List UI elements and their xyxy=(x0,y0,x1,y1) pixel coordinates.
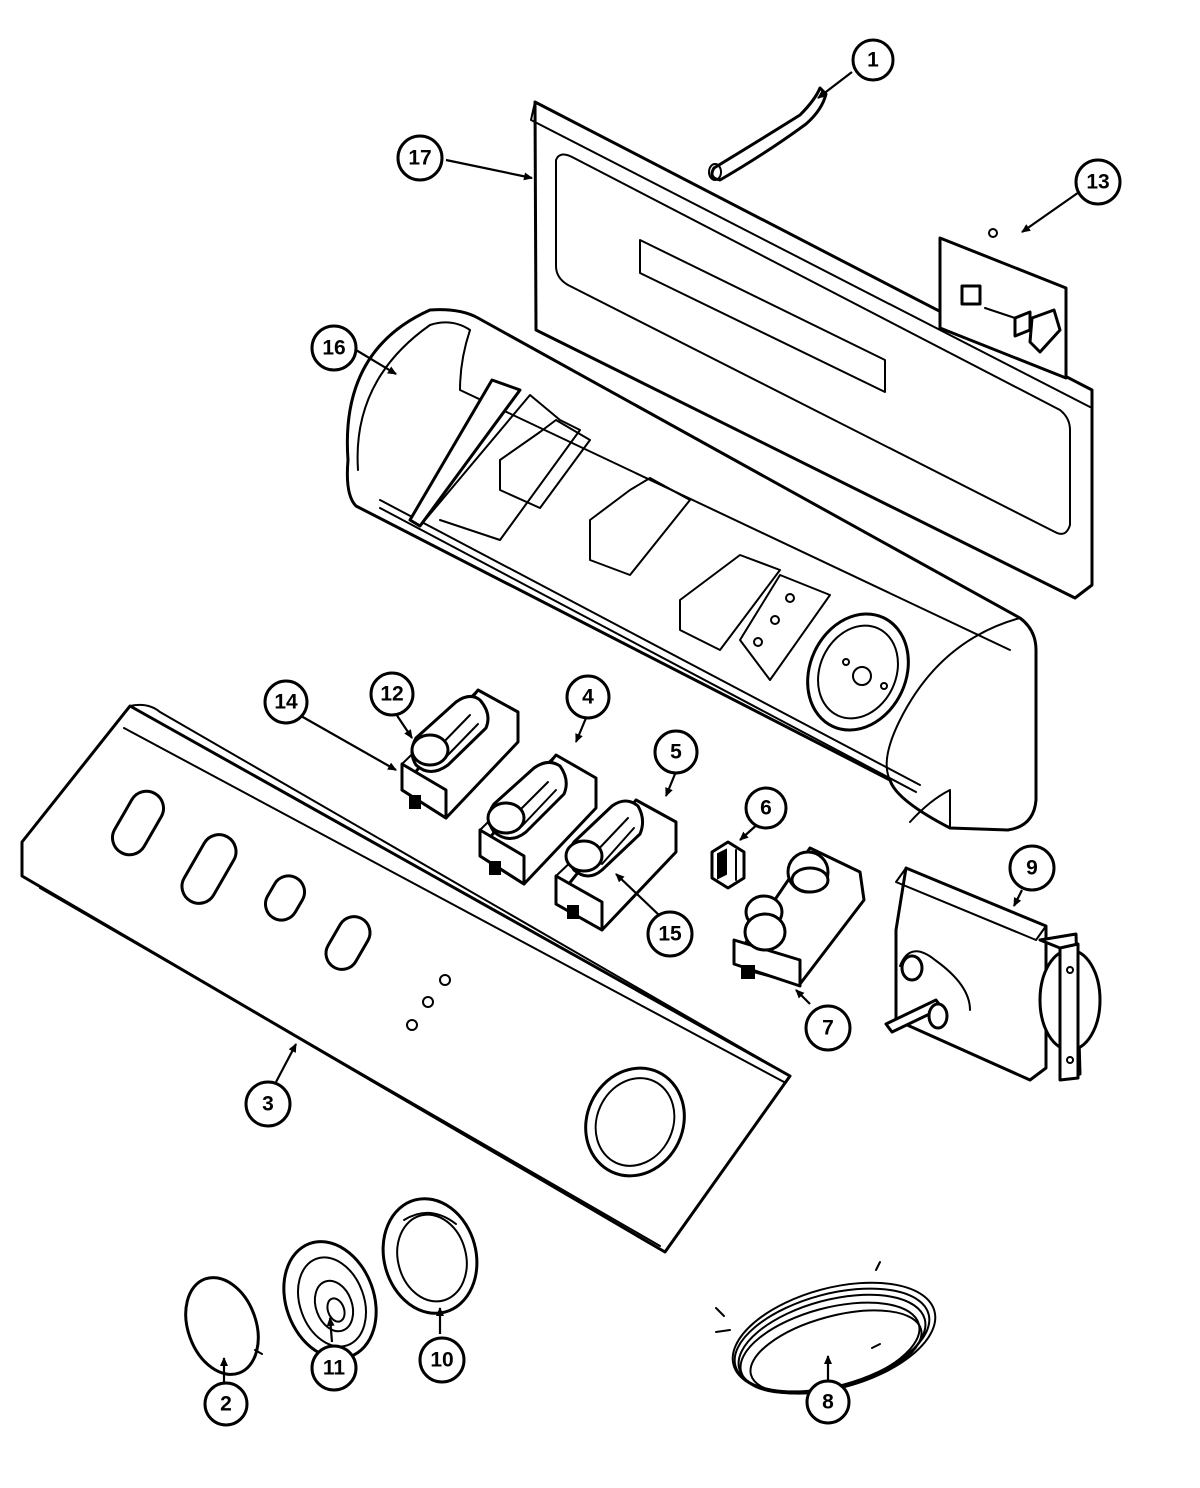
leader-lines xyxy=(220,71,1083,1382)
svg-text:4: 4 xyxy=(582,686,594,709)
svg-text:16: 16 xyxy=(322,337,345,360)
part-9-timer xyxy=(884,866,1102,1082)
callout-13: 13 xyxy=(1074,158,1122,206)
callout-2: 2 xyxy=(203,1381,249,1427)
part-16-control-housing xyxy=(345,308,1038,832)
callout-4: 4 xyxy=(565,674,611,720)
part-12-switch-button xyxy=(410,695,490,773)
part-6-clip xyxy=(710,840,746,890)
part-10-ring xyxy=(381,1197,479,1315)
callout-7: 7 xyxy=(804,1004,852,1052)
callout-5: 5 xyxy=(653,729,699,775)
svg-text:3: 3 xyxy=(262,1093,274,1116)
callout-14: 14 xyxy=(263,679,309,725)
svg-text:10: 10 xyxy=(430,1349,453,1372)
svg-text:12: 12 xyxy=(380,683,403,706)
callout-1: 1 xyxy=(851,38,895,82)
svg-text:8: 8 xyxy=(822,1391,834,1414)
part-15-switch-button xyxy=(564,799,645,878)
callout-3: 3 xyxy=(244,1080,292,1128)
svg-text:17: 17 xyxy=(408,147,431,170)
svg-text:11: 11 xyxy=(323,1357,346,1380)
part-13-control-board xyxy=(938,228,1068,380)
part-7-dual-switch xyxy=(732,846,866,988)
callout-17: 17 xyxy=(396,134,444,182)
svg-text:15: 15 xyxy=(658,923,682,946)
callout-16: 16 xyxy=(310,324,358,372)
part-1-wire-tube xyxy=(708,86,828,182)
callout-15: 15 xyxy=(646,910,694,958)
callout-10: 10 xyxy=(418,1336,466,1384)
svg-text:13: 13 xyxy=(1086,171,1109,194)
svg-text:6: 6 xyxy=(760,797,772,820)
svg-text:14: 14 xyxy=(274,691,298,714)
svg-text:1: 1 xyxy=(867,49,879,72)
svg-text:2: 2 xyxy=(220,1393,232,1416)
part-2-cap xyxy=(184,1276,263,1376)
callout-8: 8 xyxy=(805,1379,851,1425)
svg-text:9: 9 xyxy=(1026,857,1038,880)
part-5-switch xyxy=(554,798,678,932)
part-3-front-panel xyxy=(20,703,792,1254)
svg-text:5: 5 xyxy=(670,741,682,764)
callout-6: 6 xyxy=(744,786,788,830)
callout-11: 11 xyxy=(310,1344,358,1392)
callout-12: 12 xyxy=(369,671,415,717)
part-4-switch xyxy=(478,753,598,886)
svg-text:7: 7 xyxy=(822,1017,834,1040)
callout-9: 9 xyxy=(1008,844,1056,892)
